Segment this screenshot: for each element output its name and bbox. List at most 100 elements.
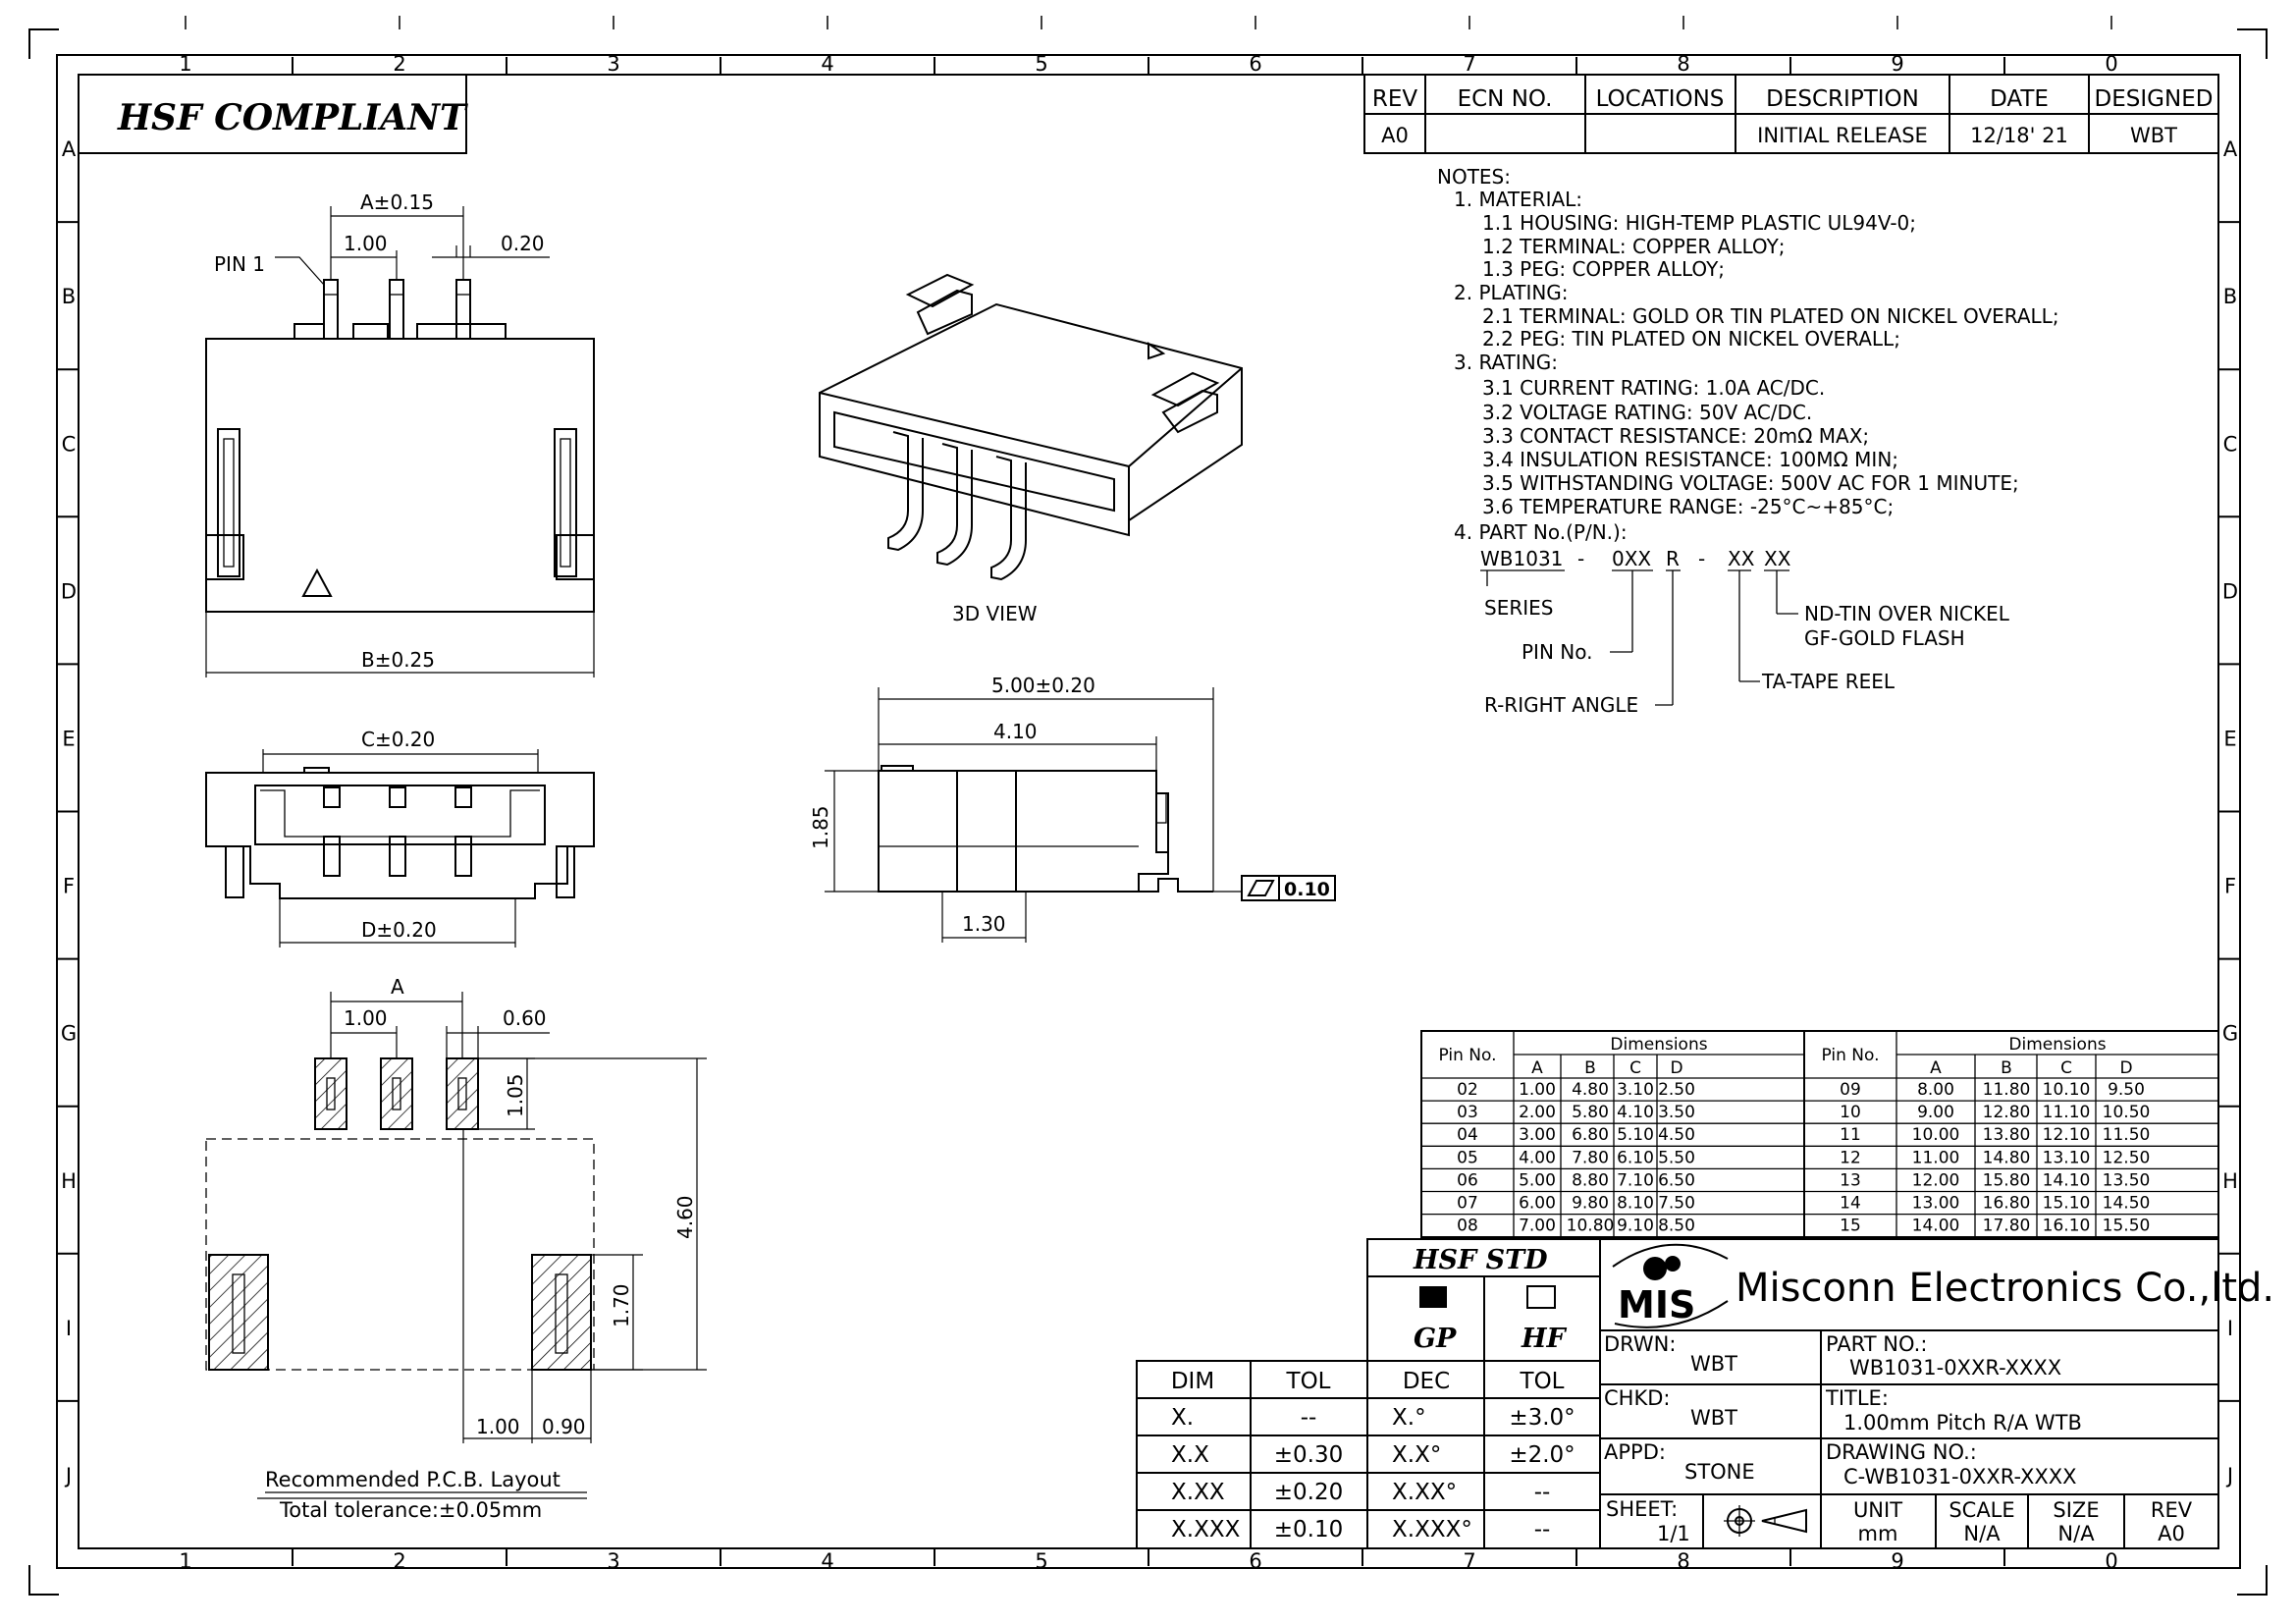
dims-cell: 13.80 (1983, 1125, 2031, 1145)
tol-value-cell: ±0.20 (1274, 1480, 1343, 1505)
unit-label: UNIT (1853, 1498, 1902, 1522)
hsf-tol-cell: ±2.0° (1509, 1442, 1575, 1468)
pcb-dim-overall-depth: 4.60 (673, 1195, 697, 1239)
dims-cell: 4.00 (1519, 1148, 1556, 1167)
zone-col-label: 4 (821, 52, 833, 76)
dims-cell: 8.10 (1617, 1194, 1654, 1214)
tol-tol-header: TOL (1286, 1369, 1331, 1394)
rev-block-value: A0 (2158, 1522, 2185, 1545)
pcb-tolerance-caption: Total tolerance:±0.05mm (279, 1498, 542, 1522)
zone-col-label: 5 (1035, 52, 1047, 76)
zone-col-label: 1 (179, 1549, 191, 1573)
zone-col-label: 8 (1677, 52, 1689, 76)
zone-col-label: 4 (821, 1549, 833, 1573)
pcb-dim-peg-length: 1.70 (610, 1283, 633, 1327)
title-value: 1.00mm Pitch R/A WTB (1843, 1411, 2082, 1435)
description-value: INITIAL RELEASE (1757, 124, 1928, 147)
dims-cell: 04 (1457, 1125, 1478, 1145)
pn-dash: - (1577, 547, 1584, 570)
dims-cell: 3.00 (1519, 1125, 1556, 1145)
notes-line: 2.2 PEG: TIN PLATED ON NICKEL OVERALL; (1482, 327, 1900, 351)
description-col-header: DESCRIPTION (1766, 86, 1919, 112)
zone-col-label: 9 (1891, 52, 1903, 76)
dims-cell: 13.50 (2103, 1170, 2151, 1190)
dims-header: Dimensions (2008, 1035, 2106, 1055)
dims-cell: 5.10 (1617, 1125, 1654, 1145)
zone-col-label: 0 (2105, 52, 2117, 76)
notes-line: 3.4 INSULATION RESISTANCE: 100MΩ MIN; (1482, 448, 1898, 471)
company-name: Misconn Electronics Co.,ltd. (1735, 1266, 2274, 1311)
dims-cell: 14.80 (1983, 1148, 2031, 1167)
title-block: MIS Misconn Electronics Co.,ltd. DRWN: W… (1599, 1238, 2274, 1549)
dims-pin-header: Pin No. (1821, 1046, 1879, 1065)
hsf-dec-cell: X.XX° (1392, 1480, 1457, 1505)
dims-cell: 4.10 (1617, 1103, 1654, 1122)
drwn-label: DRWN: (1604, 1332, 1676, 1356)
pn-angle-code: R (1666, 547, 1680, 570)
date-value: 12/18' 21 (1970, 124, 2068, 147)
pn-tape-code: XX (1728, 547, 1755, 570)
dims-cell: 6.80 (1572, 1125, 1609, 1145)
zone-col-label: 2 (393, 1549, 405, 1573)
part-no-label: PART NO.: (1826, 1332, 1927, 1356)
zone-row-label: H (2222, 1169, 2238, 1193)
dims-cell: 7.80 (1572, 1148, 1609, 1167)
tol-dim-cell: X. (1171, 1405, 1194, 1431)
pn-series-code: WB1031 (1480, 547, 1563, 570)
top-dim-b: B±0.25 (361, 648, 435, 672)
unit-value: mm (1858, 1522, 1898, 1545)
sheet-label: SHEET: (1606, 1497, 1678, 1521)
hsf-compliant-box: HSF COMPLIANT (78, 74, 468, 154)
dims-col-header: C (1629, 1058, 1641, 1078)
zone-row-label: A (2223, 137, 2238, 161)
zone-row-label: H (61, 1169, 77, 1193)
misconn-logo: MIS (1612, 1243, 1729, 1328)
dims-cell: 11.50 (2103, 1125, 2151, 1145)
dims-cell: 15.80 (1983, 1170, 2031, 1190)
dims-cell: 10.10 (2043, 1080, 2091, 1100)
zone-row-label: B (62, 285, 76, 308)
appd-value: STONE (1684, 1460, 1755, 1484)
front-dim-c: C±0.20 (361, 728, 435, 751)
title-label: TITLE: (1825, 1386, 1889, 1410)
hsf-dec-cell: X.X° (1392, 1442, 1441, 1468)
drawing-no-value: C-WB1031-0XXR-XXXX (1843, 1465, 2077, 1489)
dims-col-header: B (1584, 1058, 1596, 1078)
zone-col-label: 3 (607, 52, 619, 76)
zone-row-label: I (66, 1317, 72, 1340)
dims-cell: 12.00 (1912, 1170, 1960, 1190)
side-dim-overall: 5.00±0.20 (991, 674, 1095, 697)
notes-line: NOTES: (1437, 165, 1511, 189)
tolerance-table: DIM TOL X. -- X.X ±0.30 X.XX ±0.20 X.XXX… (1136, 1360, 1368, 1549)
tol-dim-header: DIM (1171, 1369, 1214, 1394)
zone-col-label: 2 (393, 52, 405, 76)
hsf-std-title: HSF STD (1413, 1245, 1548, 1275)
top-dim-pin-width: 0.20 (501, 232, 545, 255)
part-number-breakdown: WB1031 - 0XX R - XX XX SERIES PIN No. R-… (1480, 547, 2010, 717)
dims-cell: 15.50 (2103, 1217, 2151, 1236)
top-dim-a: A±0.15 (360, 190, 434, 214)
gp-filled-square-icon (1419, 1286, 1447, 1308)
zone-row-label: D (61, 579, 77, 603)
dims-cell: 7.50 (1658, 1194, 1695, 1214)
pn-angle-label: R-RIGHT ANGLE (1484, 693, 1638, 717)
dims-cell: 12.50 (2103, 1148, 2151, 1167)
pcb-dim-pad-width: 0.60 (503, 1006, 547, 1030)
designed-col-header: DESIGNED (2095, 86, 2214, 112)
dims-cell: 15.10 (2043, 1194, 2091, 1214)
sheet-value: 1/1 (1657, 1522, 1690, 1545)
pn-plating-code: XX (1764, 547, 1791, 570)
zone-col-label: 5 (1035, 1549, 1047, 1573)
scale-value: N/A (1963, 1522, 2001, 1545)
locations-col-header: LOCATIONS (1596, 86, 1725, 112)
pn-dash: - (1698, 547, 1705, 570)
date-col-header: DATE (1990, 86, 2049, 112)
zone-row-label: J (64, 1464, 72, 1488)
notes-line: 3.5 WITHSTANDING VOLTAGE: 500V AC FOR 1 … (1482, 471, 2019, 495)
projection-symbol-icon (1724, 1505, 1807, 1537)
ecn-col-header: ECN NO. (1458, 86, 1553, 112)
dims-cell: 17.80 (1983, 1217, 2031, 1236)
dims-cell: 3.10 (1617, 1080, 1654, 1100)
dims-header: Dimensions (1610, 1035, 1707, 1055)
side-view: 5.00±0.20 4.10 1.85 1.30 0.10 (809, 674, 1336, 943)
